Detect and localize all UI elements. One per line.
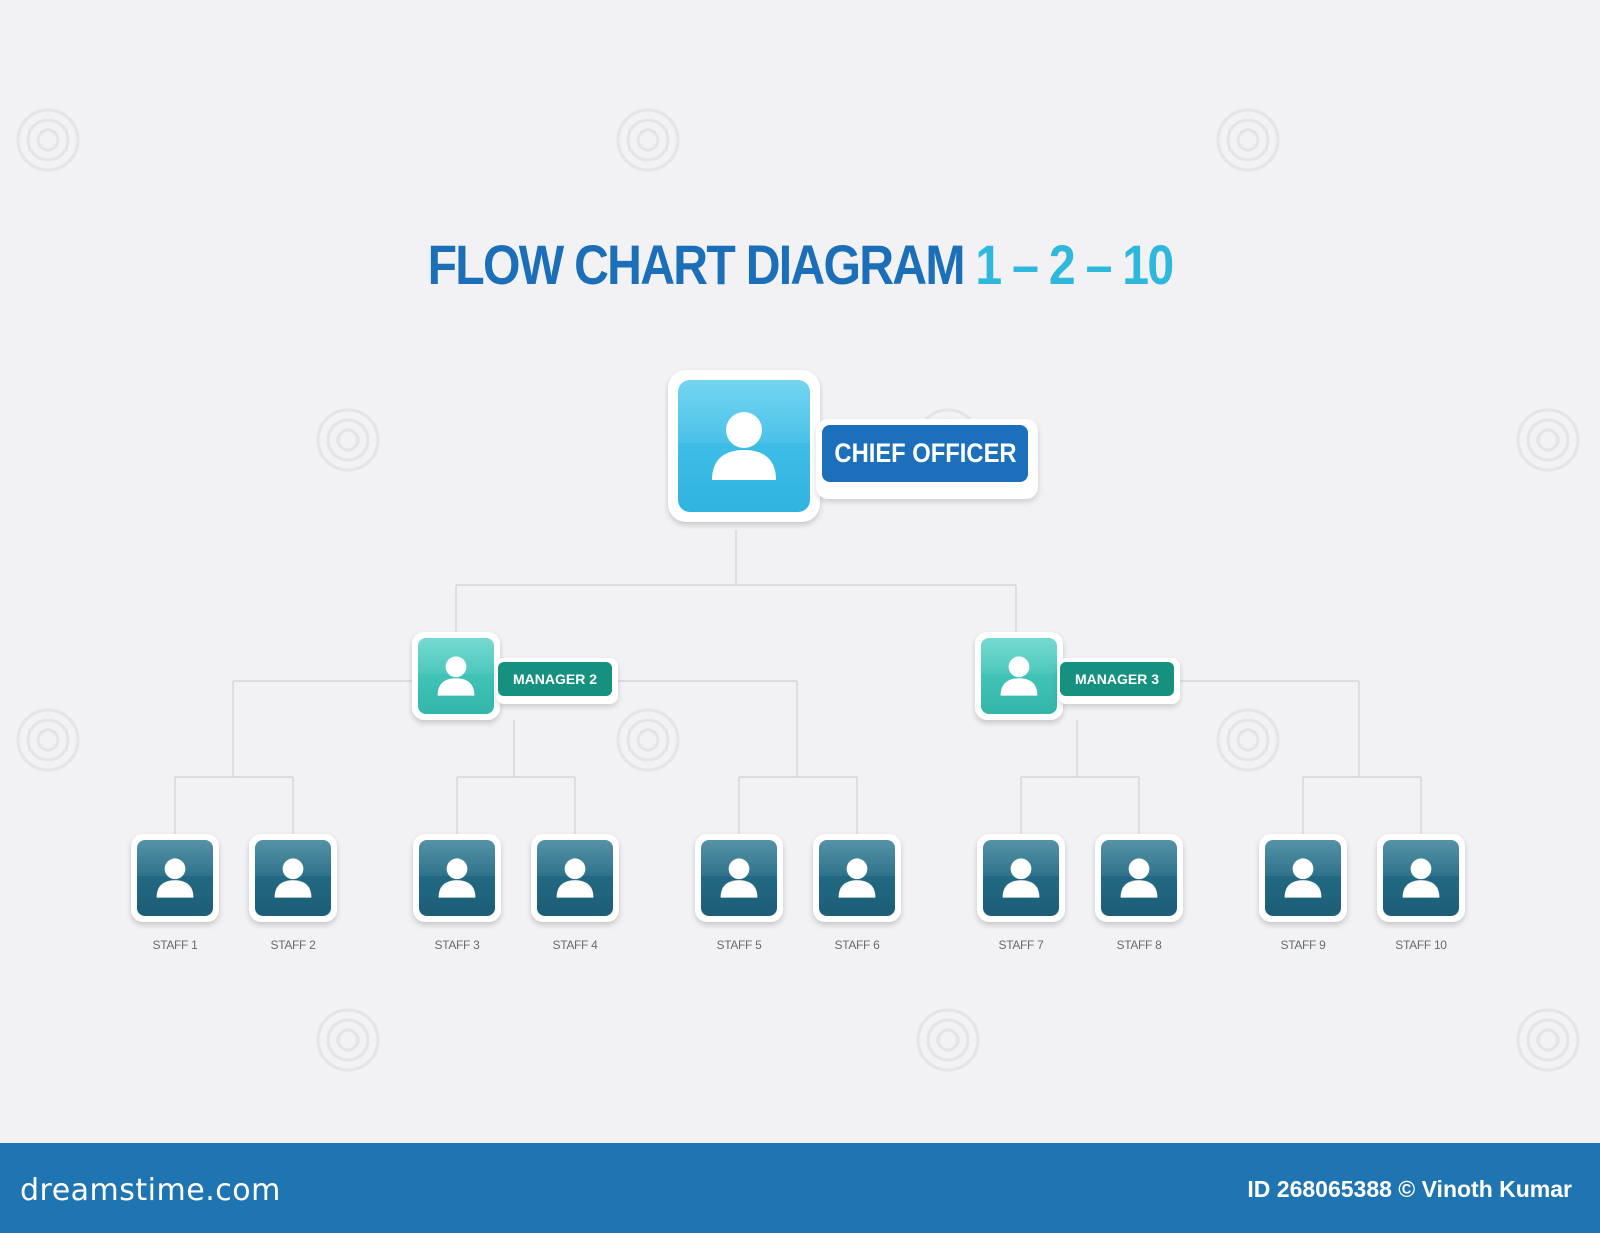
- watermark-spiral-icon: [316, 408, 380, 472]
- staff-label: STAFF 7: [998, 938, 1044, 952]
- watermark-spiral-icon: [16, 108, 80, 172]
- footer-brand: dreamstime.com: [20, 1173, 281, 1208]
- chief-avatar-tile: [678, 380, 810, 512]
- watermark-spiral-icon: [16, 708, 80, 772]
- staff-avatar-tile: [819, 840, 895, 916]
- watermark-spiral-icon: [616, 108, 680, 172]
- staff-avatar-tile: [701, 840, 777, 916]
- watermark-spiral-icon: [1216, 108, 1280, 172]
- manager-label: MANAGER 3: [1074, 671, 1159, 687]
- manager-tag: MANAGER 3: [1060, 662, 1174, 696]
- watermark-spiral-icon: [1516, 408, 1580, 472]
- manager-avatar-tile: [981, 638, 1057, 714]
- watermark-spiral-icon: [916, 1008, 980, 1072]
- watermark-spiral-icon: [316, 1008, 380, 1072]
- page-title: FLOW CHART DIAGRAM 1 – 2 – 10: [112, 232, 1488, 297]
- staff-label: STAFF 5: [716, 938, 762, 952]
- watermark-spiral-icon: [616, 708, 680, 772]
- title-main: FLOW CHART DIAGRAM: [427, 233, 966, 296]
- chief-tag: CHIEF OFFICER: [822, 425, 1028, 482]
- staff-avatar-tile: [983, 840, 1059, 916]
- staff-label: STAFF 6: [834, 938, 880, 952]
- staff-avatar-tile: [255, 840, 331, 916]
- manager-avatar-tile: [418, 638, 494, 714]
- staff-label: STAFF 2: [270, 938, 316, 952]
- watermark-spiral-icon: [1516, 1008, 1580, 1072]
- chief-label: CHIEF OFFICER: [833, 438, 1017, 468]
- title-accent: 1 – 2 – 10: [975, 233, 1174, 296]
- staff-avatar-tile: [137, 840, 213, 916]
- staff-label: STAFF 3: [434, 938, 480, 952]
- staff-avatar-tile: [1265, 840, 1341, 916]
- staff-label: STAFF 4: [552, 938, 598, 952]
- watermark-spiral-icon: [1216, 708, 1280, 772]
- staff-avatar-tile: [1383, 840, 1459, 916]
- staff-avatar-tile: [419, 840, 495, 916]
- staff-label: STAFF 9: [1280, 938, 1326, 952]
- staff-avatar-tile: [537, 840, 613, 916]
- staff-avatar-tile: [1101, 840, 1177, 916]
- staff-label: STAFF 8: [1116, 938, 1162, 952]
- staff-label: STAFF 1: [152, 938, 198, 952]
- staff-label: STAFF 10: [1395, 938, 1447, 952]
- manager-tag: MANAGER 2: [498, 662, 612, 696]
- footer-bar: dreamstime.com ID 268065388 © Vinoth Kum…: [0, 1143, 1600, 1233]
- footer-credit: ID 268065388 © Vinoth Kumar: [1247, 1176, 1572, 1202]
- manager-label: MANAGER 2: [512, 671, 597, 687]
